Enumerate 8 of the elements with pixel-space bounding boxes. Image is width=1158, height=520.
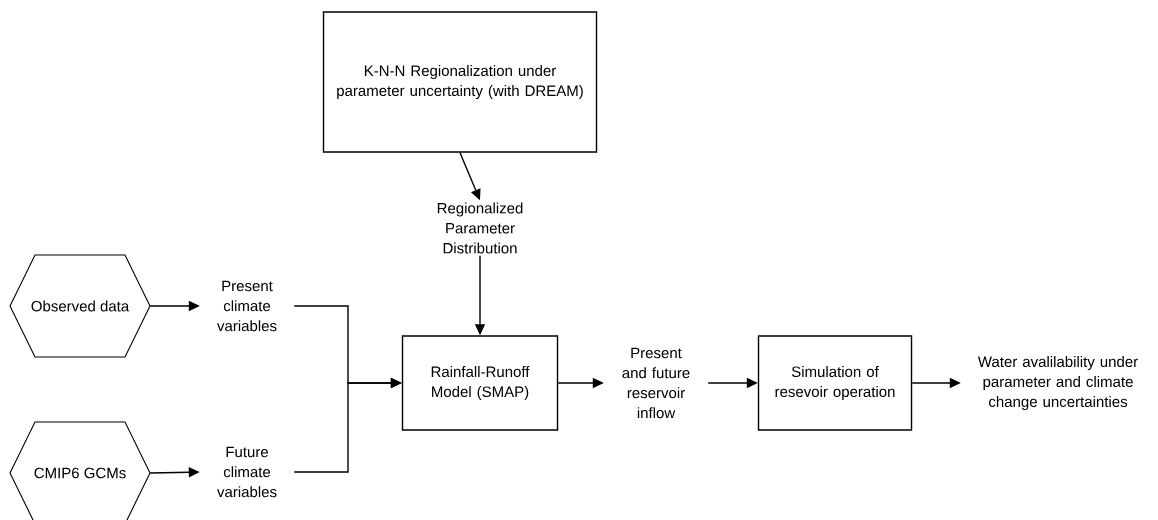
process-box: K-N-N Regionalization under parameter uncertainty (with DREAM): [322, 11, 598, 153]
process-box: Simulation of resevoir operation: [757, 335, 913, 431]
text-label: Future climate variables: [217, 446, 277, 498]
text-label: Present climate variables: [217, 280, 277, 332]
text-label: Present and future reservoir inflow: [622, 347, 690, 419]
text-label: Regionalized Parameter Distribution: [437, 202, 523, 254]
process-box: Rainfall-Runoff Model (SMAP): [401, 335, 559, 431]
text-label: Water avalilability under parameter and climate change uncertainties: [977, 356, 1138, 410]
